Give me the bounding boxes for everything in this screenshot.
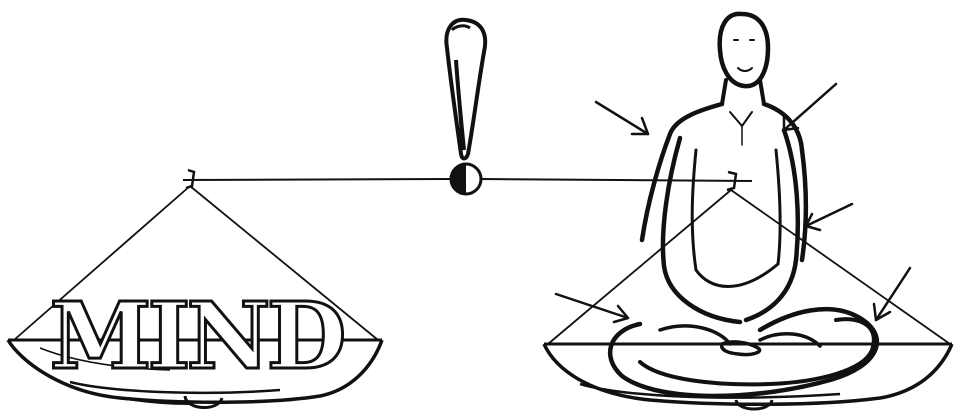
meditating-figure	[610, 14, 877, 396]
pivot-dot	[451, 164, 481, 194]
arrow-icon	[596, 102, 648, 134]
arrow-icon	[806, 204, 852, 230]
exclamation-mark	[446, 20, 485, 159]
arrow-icon	[784, 84, 836, 130]
mind-label: MIND	[50, 282, 343, 390]
